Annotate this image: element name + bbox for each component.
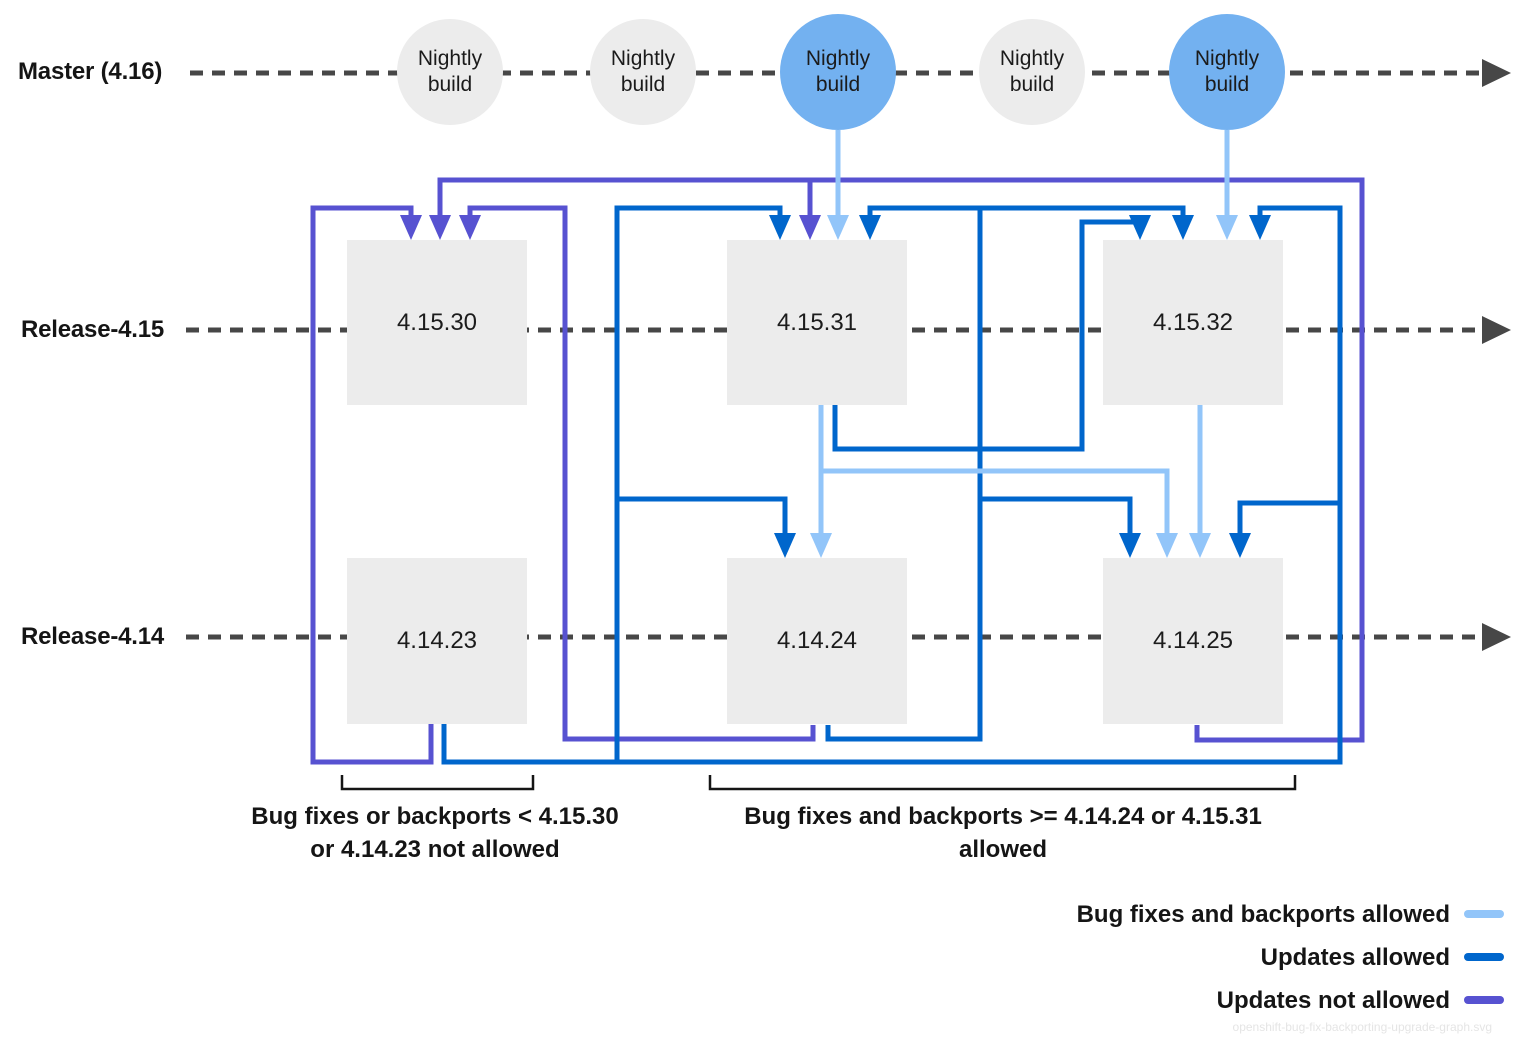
nightly-build-circle-4 <box>979 19 1085 125</box>
arrowhead-down-icon <box>1216 215 1238 240</box>
edge-41423-to-41531 <box>614 205 783 762</box>
edge-41423-to-41532 <box>441 205 1343 765</box>
nightly-line2: build <box>620 73 666 96</box>
box-4.15.31 <box>727 240 907 405</box>
version-label-41531: 4.15.31 <box>776 308 858 336</box>
nightly-build-label-3: Nightly build <box>780 46 896 98</box>
annotation-allowed: Bug fixes and backports >= 4.14.24 or 4.… <box>712 800 1294 866</box>
bracket-not-allowed <box>340 775 535 791</box>
box-4.14.23 <box>347 558 527 724</box>
edge-41531-to-41425 <box>821 468 1170 538</box>
annotation-line2: allowed <box>958 836 1048 863</box>
row-label-release-415: Release-4.15 <box>21 316 165 343</box>
legend-swatch-updates-allowed <box>1464 953 1504 961</box>
nightly-line2: build <box>1009 73 1055 96</box>
bracket-allowed <box>708 775 1297 791</box>
row-label-release-414: Release-4.14 <box>21 623 165 650</box>
nightly-line1: Nightly <box>999 47 1065 70</box>
arrowhead-down-icon <box>1249 215 1271 240</box>
version-label-41532: 4.15.32 <box>1152 308 1234 336</box>
arrowhead-down-icon <box>799 215 821 240</box>
legend-swatch-updates-not-allowed <box>1464 996 1504 1004</box>
nightly-build-circle-5 <box>1169 14 1285 130</box>
nightly-line2: build <box>815 73 861 96</box>
arrowheads-updates-not-allowed <box>400 215 821 240</box>
version-label-41530: 4.15.30 <box>396 308 478 336</box>
annotation-line1: Bug fixes or backports < 4.15.30 <box>251 803 619 830</box>
edge-41423-to-41530 <box>310 205 434 765</box>
legend-label-bug-fixes: Bug fixes and backports allowed <box>1076 901 1450 928</box>
arrowhead-down-icon <box>1172 215 1194 240</box>
annotation-line2: or 4.14.23 not allowed <box>310 836 560 863</box>
arrow-right-icon <box>1482 623 1511 651</box>
nightly-build-circle-3 <box>780 14 896 130</box>
arrowhead-down-icon <box>774 533 796 558</box>
legend-swatch-bug-fixes <box>1464 910 1504 918</box>
edges-updates-not-allowed <box>310 177 1365 765</box>
arrowhead-down-icon <box>859 215 881 240</box>
nightly-line2: build <box>427 73 473 96</box>
arrowheads-bug-fixes-backports <box>810 215 1238 558</box>
annotation-not-allowed: Bug fixes or backports < 4.15.30 or 4.14… <box>240 800 630 866</box>
nightly-line1: Nightly <box>610 47 676 70</box>
nightly-build-label-5: Nightly build <box>1169 46 1285 98</box>
arrowheads-updates-allowed <box>769 215 1271 558</box>
arrowhead-down-icon <box>769 215 791 240</box>
edge-41424-to-41425 <box>980 496 1133 538</box>
edge-41423-to-41424 <box>617 496 788 538</box>
nightly-line1: Nightly <box>805 47 871 70</box>
version-label-41425: 4.14.25 <box>1152 627 1234 654</box>
arrowhead-down-icon <box>429 215 451 240</box>
row-label-master: Master (4.16) <box>18 58 163 85</box>
arrowhead-down-icon <box>459 215 481 240</box>
arrowhead-down-icon <box>1129 215 1151 240</box>
nightly-circles-highlighted <box>780 14 1285 130</box>
nightly-build-label-1: Nightly build <box>392 46 508 98</box>
annotation-brackets <box>340 775 1297 791</box>
nightly-line1: Nightly <box>1194 47 1260 70</box>
watermark-filename: openshift-bug-fix-backporting-upgrade-gr… <box>1232 1020 1492 1034</box>
nightly-circles-plain <box>397 19 1085 125</box>
version-label-41423: 4.14.23 <box>396 627 478 654</box>
nightly-build-circle-1 <box>397 19 503 125</box>
nightly-line1: Nightly <box>417 47 483 70</box>
box-4.14.24 <box>727 558 907 724</box>
arrowhead-down-icon <box>810 533 832 558</box>
version-boxes <box>347 240 1283 724</box>
annotation-line1: Bug fixes and backports >= 4.14.24 or 4.… <box>744 803 1262 830</box>
edge-41424-to-41530 <box>467 205 816 742</box>
arrowhead-down-icon <box>1229 533 1251 558</box>
nightly-build-label-4: Nightly build <box>974 46 1090 98</box>
timeline-arrow-icons <box>1482 59 1511 651</box>
nightly-build-circle-2 <box>590 19 696 125</box>
edges-updates-allowed <box>441 205 1343 765</box>
arrowhead-down-icon <box>827 215 849 240</box>
box-4.15.32 <box>1103 240 1283 405</box>
arrow-right-icon <box>1482 316 1511 344</box>
edges-bug-fixes-backports-allowed <box>818 130 1230 538</box>
edge-41423-to-41425 <box>1237 500 1340 538</box>
arrowhead-down-icon <box>1156 533 1178 558</box>
version-label-41424: 4.14.24 <box>776 627 858 654</box>
edge-41424-to-41531-41532 <box>867 205 1186 220</box>
arrowhead-down-icon <box>400 215 422 240</box>
legend-label-updates-allowed: Updates allowed <box>1260 944 1450 971</box>
legend-label-updates-not-allowed: Updates not allowed <box>1216 987 1450 1014</box>
legend-swatches <box>1464 910 1504 1004</box>
arrowhead-down-icon <box>1189 533 1211 558</box>
nightly-line2: build <box>1204 73 1250 96</box>
nightly-build-label-2: Nightly build <box>585 46 701 98</box>
box-4.14.25 <box>1103 558 1283 724</box>
arrow-right-icon <box>1482 59 1511 87</box>
box-4.15.30 <box>347 240 527 405</box>
edge-41425-to-41530 <box>437 177 1365 743</box>
arrowhead-down-icon <box>1119 533 1141 558</box>
